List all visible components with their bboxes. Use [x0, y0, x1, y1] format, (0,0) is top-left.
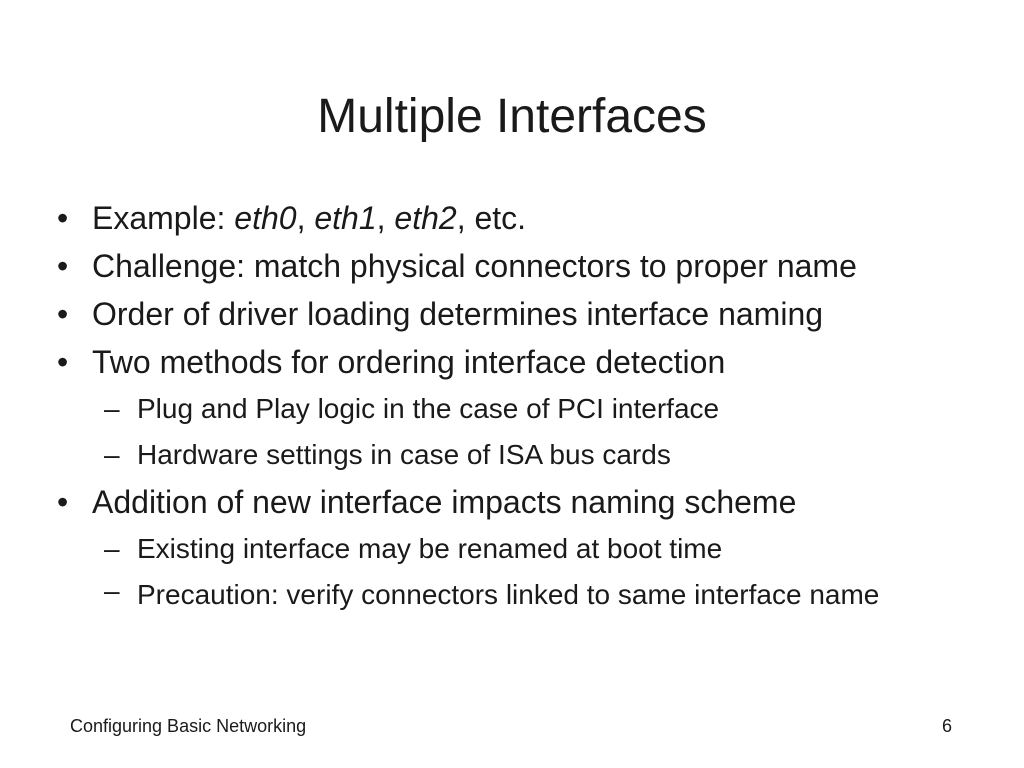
example-suffix: , etc. [456, 200, 527, 236]
sub-bullet-marker: – [104, 575, 120, 606]
sub-bullet-text: Plug and Play logic in the case of PCI i… [137, 393, 720, 424]
bullet-marker: • [57, 344, 69, 380]
bullet-challenge: • Challenge: match physical connectors t… [55, 242, 1005, 290]
bullet-marker: • [57, 296, 69, 332]
sub-bullet-marker: – [104, 533, 120, 564]
bullet-example: • Example: eth0, eth1, eth2, etc. [55, 194, 1005, 242]
sub-bullet-text: Existing interface may be renamed at boo… [137, 533, 723, 564]
bullet-text: Two methods for ordering interface detec… [92, 344, 726, 380]
example-separator: , [296, 200, 315, 236]
interface-eth1: eth1 [314, 200, 377, 236]
slide-body: • Example: eth0, eth1, eth2, etc. • Chal… [55, 194, 1005, 613]
sub-bullet-text: Precaution: verify connectors linked to … [137, 579, 880, 610]
bullet-text: Addition of new interface impacts naming… [92, 484, 797, 520]
sub-bullet-pnp: – Plug and Play logic in the case of PCI… [55, 386, 1005, 432]
page-number: 6 [941, 716, 952, 736]
bullet-two-methods: • Two methods for ordering interface det… [55, 338, 1005, 386]
bullet-text: Challenge: match physical connectors to … [92, 248, 857, 284]
sub-bullet-hardware: – Hardware settings in case of ISA bus c… [55, 432, 1005, 478]
bullet-driver-order: • Order of driver loading determines int… [55, 290, 1005, 338]
bullet-marker: • [57, 248, 69, 284]
sub-bullet-marker: – [104, 393, 120, 424]
interface-eth2: eth2 [394, 200, 457, 236]
sub-bullet-renamed: – Existing interface may be renamed at b… [55, 526, 1005, 572]
bullet-marker: • [57, 484, 69, 520]
footer-title: Configuring Basic Networking [70, 716, 307, 736]
interface-eth0: eth0 [234, 200, 297, 236]
sub-bullet-marker: – [104, 439, 120, 470]
bullet-text: Order of driver loading determines inter… [92, 296, 824, 332]
sub-bullet-precaution: – Precaution: verify connectors linked t… [55, 572, 997, 613]
example-separator: , [376, 200, 395, 236]
sub-bullet-text: Hardware settings in case of ISA bus car… [137, 439, 671, 470]
bullet-marker: • [57, 200, 69, 236]
example-prefix: Example: [92, 200, 235, 236]
bullet-addition: • Addition of new interface impacts nami… [55, 478, 1005, 526]
slide-title: Multiple Interfaces [317, 90, 707, 143]
